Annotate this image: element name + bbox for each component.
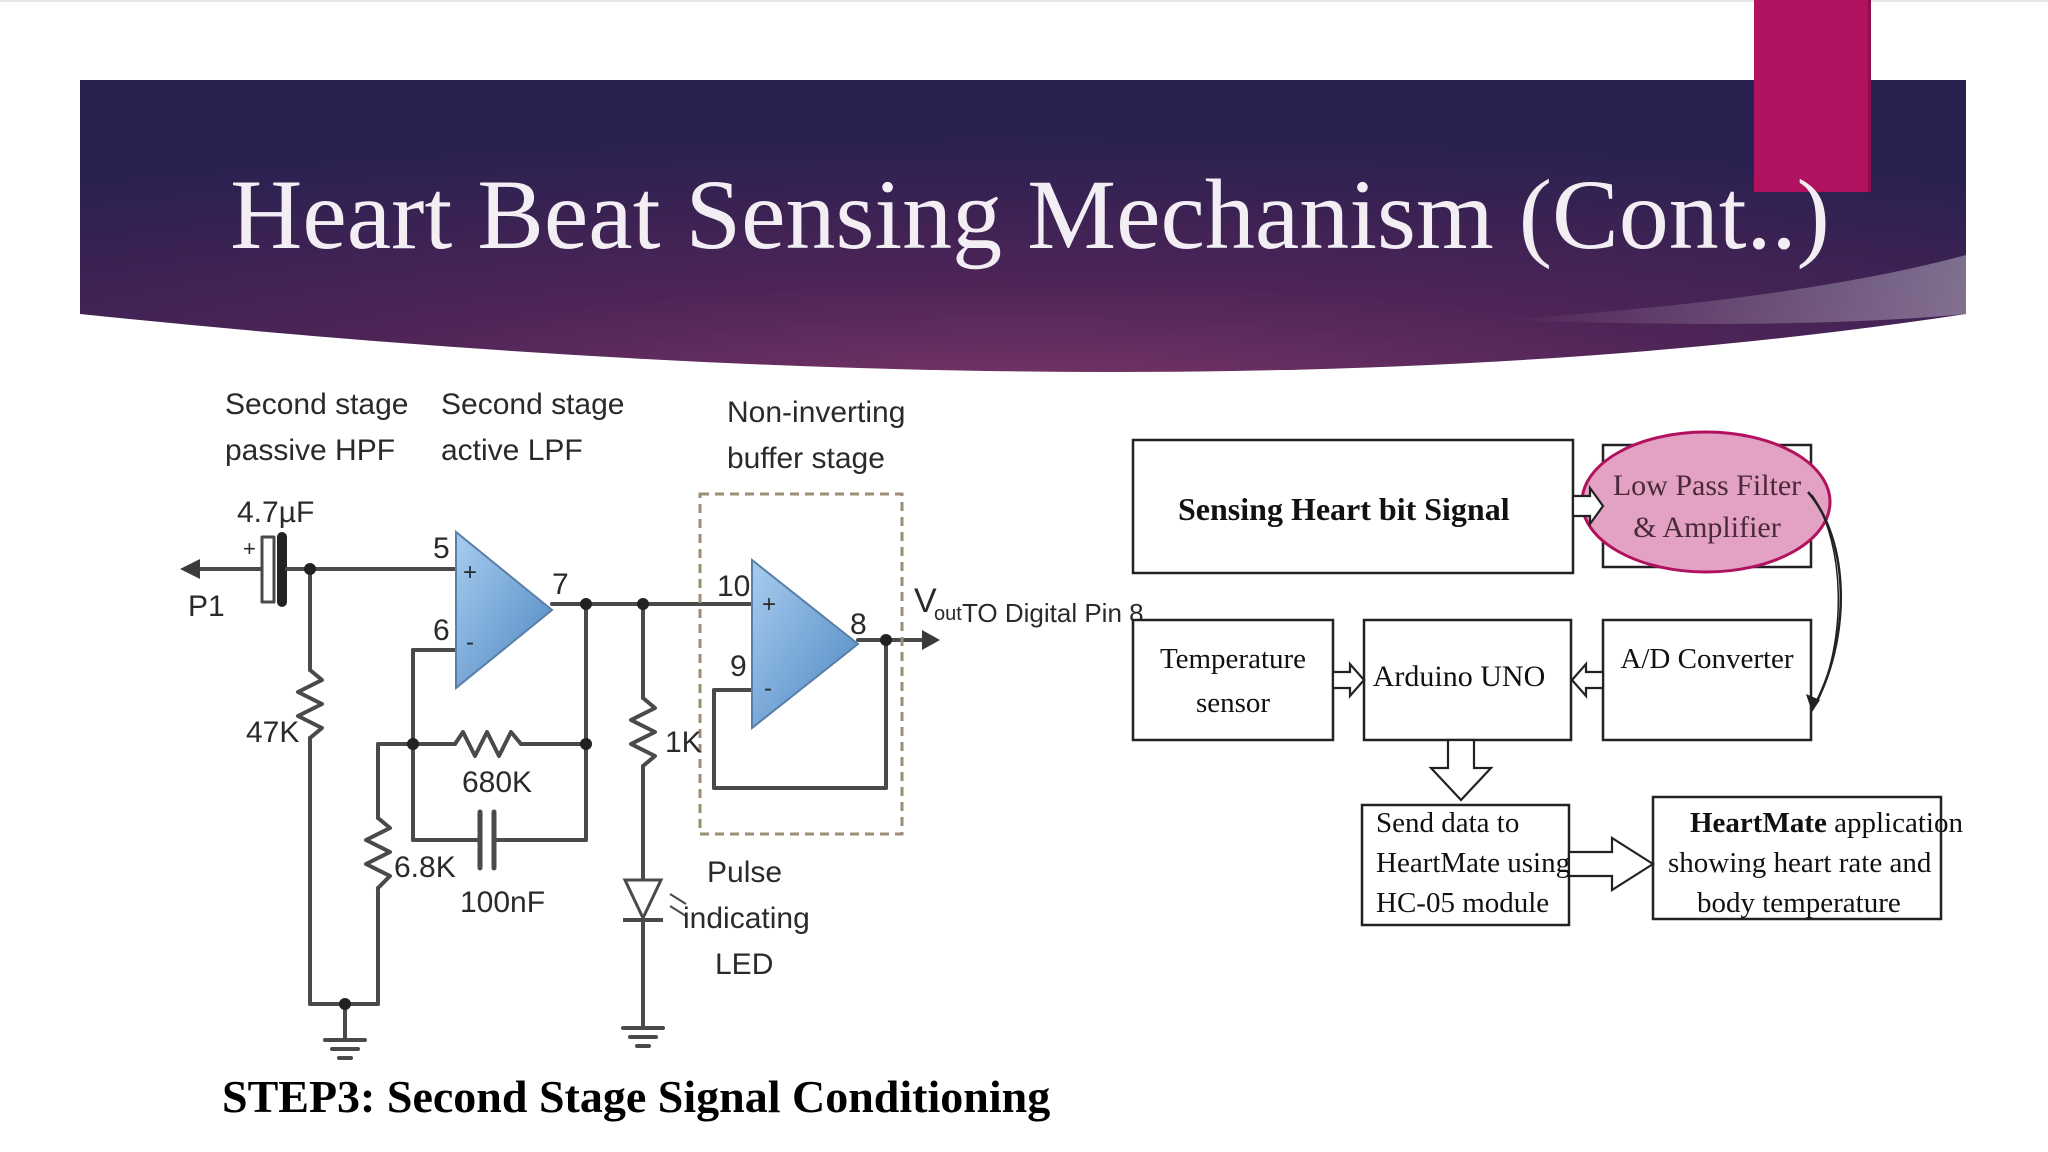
arrow-temp-to-arduino	[1331, 661, 1366, 699]
arrow-arduino-to-send	[1428, 738, 1494, 802]
text-arduino: Arduino UNO	[1373, 660, 1546, 693]
text-lpf-line1: Low Pass Filter	[1613, 469, 1801, 502]
label-pin-7: 7	[552, 568, 569, 601]
label-opamp2-plus: +	[762, 591, 776, 618]
text-send-line1: Send data to	[1376, 807, 1519, 839]
text-adc: A/D Converter	[1620, 643, 1793, 675]
text-send-line3: HC-05 module	[1376, 887, 1549, 919]
label-opamp1-minus: -	[466, 629, 474, 656]
title-band-shape	[80, 80, 1966, 372]
input-capacitor-plate-left	[260, 535, 276, 604]
resistor-680k	[453, 730, 523, 758]
arrow-send-to-app	[1567, 835, 1656, 893]
box-heartmate-app	[1651, 795, 1943, 921]
text-app-line1: HeartMate application	[1690, 807, 1963, 839]
label-input-capacitor: 4.7µF	[237, 496, 314, 529]
box-sensing	[1131, 438, 1575, 575]
label-resistor-47k: 47K	[246, 716, 299, 749]
text-sensing: Sensing Heart bit Signal	[1178, 491, 1510, 527]
op-amp-buffer	[751, 557, 860, 731]
label-pin-9: 9	[730, 650, 747, 683]
op-amp-lpf	[455, 529, 554, 691]
label-lpf-line2: active LPF	[441, 434, 583, 467]
resistor-1k	[629, 696, 657, 768]
text-app-line2: showing heart rate and	[1668, 847, 1932, 879]
box-send-data	[1360, 803, 1571, 927]
text-lpf-line2: & Amplifier	[1633, 511, 1780, 544]
label-hpf-line1: Second stage	[225, 388, 408, 421]
arrow-adc-to-arduino	[1570, 661, 1605, 699]
label-led-line1: Pulse	[707, 856, 782, 889]
label-capacitor-100nf: 100nF	[460, 886, 545, 919]
resistor-47k	[296, 668, 324, 740]
box-adc	[1601, 618, 1813, 742]
label-opamp1-plus: +	[463, 559, 477, 586]
label-buffer-line1: Non-inverting	[727, 396, 905, 429]
label-vout: V	[914, 582, 937, 620]
label-vout-subscript: out	[934, 603, 962, 625]
label-capacitor-polarity: +	[243, 536, 256, 561]
accent-tab	[1754, 0, 1868, 192]
label-resistor-1k: 1K	[665, 726, 702, 759]
text-send-line2: HeartMate using	[1376, 847, 1570, 879]
title-band	[0, 0, 2048, 372]
arrow-sensing-to-lpf	[1571, 484, 1605, 528]
text-app-line1-rest: application	[1827, 807, 1964, 839]
resistor-6-8k	[364, 816, 392, 890]
label-pin-5: 5	[433, 532, 450, 565]
label-pin-6: 6	[433, 614, 450, 647]
label-hpf-line2: passive HPF	[225, 434, 395, 467]
highlight-ellipse	[1580, 430, 1832, 574]
label-led-line2: indicating	[683, 902, 810, 935]
box-temperature-sensor	[1131, 618, 1335, 742]
label-buffer-line2: buffer stage	[727, 442, 885, 475]
band-swoosh	[1500, 255, 1966, 324]
label-vout-destination: TO Digital Pin 8	[962, 598, 1144, 628]
label-input-p1: P1	[188, 590, 225, 623]
label-lpf-line1: Second stage	[441, 388, 624, 421]
led-diode	[622, 878, 664, 922]
slide-title: Heart Beat Sensing Mechanism (Cont..)	[230, 159, 1830, 270]
label-pin-10: 10	[717, 570, 750, 603]
step-caption: STEP3: Second Stage Signal Conditioning	[222, 1071, 1051, 1122]
label-resistor-680k: 680K	[462, 766, 532, 799]
text-app-brand: HeartMate	[1690, 807, 1827, 839]
label-opamp2-minus: -	[764, 675, 772, 702]
text-app-line3: body temperature	[1697, 887, 1901, 919]
text-temp-line1: Temperature	[1160, 643, 1306, 675]
label-pin-8: 8	[850, 608, 867, 641]
text-temp-line2: sensor	[1196, 687, 1270, 719]
label-resistor-6-8k: 6.8K	[394, 851, 456, 884]
label-led-line3: LED	[715, 948, 773, 981]
